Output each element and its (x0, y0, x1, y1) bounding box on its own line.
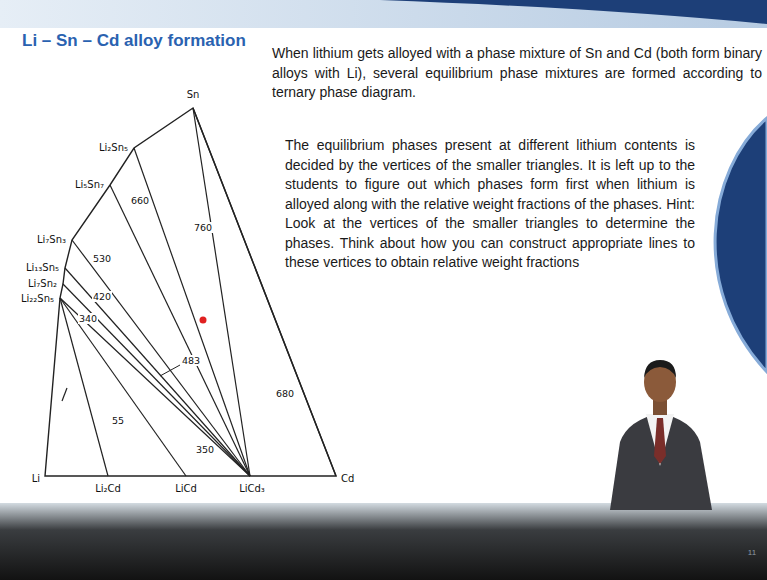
phase-label: Li₁₃Sn₅ (26, 262, 59, 274)
region-number: 660 (130, 195, 150, 206)
page-number: 11 (748, 548, 756, 558)
vertex-label: Sn (187, 89, 200, 101)
phase-label: Li₂Cd (95, 483, 121, 495)
body-paragraph: When lithium gets alloyed with a phase m… (272, 44, 762, 103)
phase-label: Li₅Sn₇ (75, 179, 104, 191)
region-number: 55 (111, 415, 125, 426)
phase-label: Li₇Sn₂ (28, 278, 57, 290)
side-swoosh (715, 118, 767, 372)
region-number: 420 (92, 291, 112, 302)
header-swoosh (380, 0, 767, 24)
tie-line (60, 298, 108, 476)
header-band (0, 0, 767, 28)
lecturer-tie (654, 418, 666, 464)
region-number: 483 (181, 355, 201, 366)
phase-label: LiCd (175, 483, 197, 495)
region-number: 340 (78, 313, 98, 324)
region-number: 530 (92, 253, 112, 264)
tick-mark (62, 388, 67, 401)
region-number: 760 (193, 222, 213, 233)
phase-label: LiCd₃ (239, 483, 265, 495)
slide-title: Li – Sn – Cd alloy formation (22, 31, 246, 51)
laser-pointer-dot (200, 317, 207, 324)
lecturer-hair (644, 360, 676, 378)
leader-line (160, 365, 180, 376)
lecturer-shirt (646, 414, 674, 466)
lecturer-suit (610, 413, 712, 510)
footer-band (0, 503, 767, 580)
tie-line (63, 284, 250, 476)
region-number: 680 (275, 388, 295, 399)
tie-lines (60, 108, 250, 476)
tie-line (60, 298, 250, 476)
tie-line (65, 268, 250, 476)
phase-label: Li₇Sn₃ (37, 234, 66, 246)
tie-line (60, 298, 186, 476)
vertex-label: Li (32, 473, 40, 485)
body-paragraph: The equilibrium phases present at differ… (285, 136, 695, 273)
vertex-label: Cd (341, 473, 354, 485)
tie-line (110, 185, 250, 476)
phase-label: Li₂₂Sn₅ (21, 293, 54, 305)
region-number: 350 (195, 444, 215, 455)
phase-label: Li₂Sn₅ (99, 142, 128, 154)
